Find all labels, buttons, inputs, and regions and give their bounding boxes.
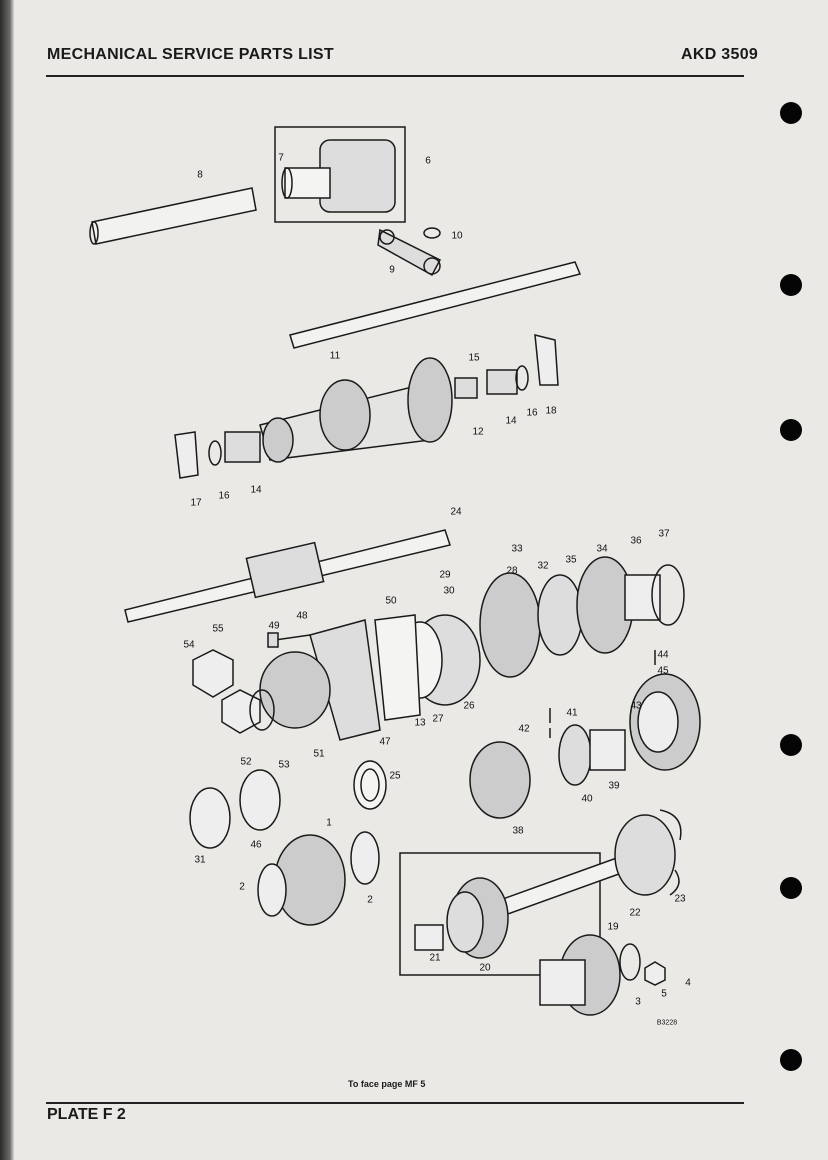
punch-hole [780, 419, 802, 441]
callout-label: 9 [389, 264, 395, 276]
thrust-washers-17-18 [174, 334, 559, 479]
footer-rule [46, 1102, 744, 1104]
callout-label: 53 [278, 759, 290, 771]
callout-label: 10 [451, 230, 463, 242]
callout-label: 30 [443, 585, 455, 597]
synchro-assembly-28-37 [479, 556, 685, 678]
callout-label: 31 [194, 854, 206, 866]
punch-hole [780, 734, 802, 756]
callout-label: 28 [506, 565, 518, 577]
callout-label: 17 [190, 497, 202, 509]
callout-label: 12 [472, 426, 484, 438]
scan-edge [0, 0, 14, 1160]
callout-label: 11 [329, 350, 341, 362]
callout-label: 24 [450, 506, 462, 518]
mainshaft-24 [124, 529, 451, 623]
inset-box-top [274, 126, 406, 223]
callout-label: 18 [545, 405, 557, 417]
callout-label: 16 [218, 490, 230, 502]
callout-label: 14 [505, 415, 517, 427]
callout-label: 4 [685, 977, 691, 989]
callout-label: 22 [629, 907, 641, 919]
callout-label: 47 [379, 736, 391, 748]
callout-label: 49 [268, 620, 280, 632]
bearing-22-23 [614, 809, 682, 896]
spring-plunger-41-44 [549, 650, 656, 738]
gear-38 [469, 741, 531, 819]
callout-label: 6 [425, 155, 431, 167]
callout-label: 45 [657, 665, 669, 677]
callout-label: 8 [197, 169, 203, 181]
nuts-52-55 [192, 649, 275, 734]
callout-label: 52 [240, 756, 252, 768]
callout-label: 34 [596, 543, 608, 555]
shaft-11 [289, 261, 582, 349]
callout-label: 44 [657, 649, 669, 661]
callout-label: 3 [635, 996, 641, 1008]
shaft-8 [89, 187, 257, 245]
callout-label: 39 [608, 780, 620, 792]
housing-47 [309, 619, 381, 741]
callout-label: 36 [630, 535, 642, 547]
punch-hole [780, 102, 802, 124]
bearings-14-15 [208, 365, 529, 466]
callout-label: 26 [463, 700, 475, 712]
gear-1 [257, 831, 380, 926]
inset-box-bottom [399, 852, 601, 976]
callout-label: 41 [566, 707, 578, 719]
callout-label: 13 [414, 717, 426, 729]
page-title: MECHANICAL SERVICE PARTS LIST [47, 46, 334, 63]
callout-label: 38 [512, 825, 524, 837]
callout-label: 54 [183, 639, 195, 651]
hub-39-40 [558, 724, 626, 786]
callout-label: 19 [607, 921, 619, 933]
callout-label: 32 [537, 560, 549, 572]
synchro-43 [629, 673, 701, 771]
callout-label: 5 [661, 988, 667, 1000]
callout-label: 55 [212, 623, 224, 635]
gear-3 [539, 934, 666, 1016]
header-rule [46, 75, 744, 77]
punch-hole [780, 877, 802, 899]
layshaft-gear-12 [259, 357, 453, 463]
callout-label: 35 [565, 554, 577, 566]
callout-label: 48 [296, 610, 308, 622]
punch-hole [780, 274, 802, 296]
callout-label: 16 [526, 407, 538, 419]
drawing-reference: B3228 [656, 1019, 678, 1027]
gear-51 [259, 651, 331, 729]
gasket-50 [374, 614, 421, 721]
gear-6 [281, 139, 396, 213]
callout-label: 29 [439, 569, 451, 581]
callout-label: 42 [518, 723, 530, 735]
callout-label: 27 [432, 713, 444, 725]
callout-label: 50 [385, 595, 397, 607]
callout-label: 25 [389, 770, 401, 782]
callout-label: 14 [250, 484, 262, 496]
callout-label: 7 [278, 152, 284, 164]
callout-label: 46 [250, 839, 262, 851]
callout-label: 33 [511, 543, 523, 555]
face-page-note: To face page MF 5 [348, 1079, 426, 1089]
punch-hole [780, 1049, 802, 1071]
callout-label: 2 [239, 881, 245, 893]
callout-label: 37 [658, 528, 670, 540]
callout-label: 2 [367, 894, 373, 906]
washer-25 [353, 760, 387, 810]
callout-label: 23 [674, 893, 686, 905]
callout-label: 15 [468, 352, 480, 364]
callout-label: 1 [326, 817, 332, 829]
clip-10 [423, 227, 441, 239]
document-code: AKD 3509 [681, 46, 759, 63]
bolt-49 [267, 632, 311, 648]
callout-label: 40 [581, 793, 593, 805]
first-motion-shaft-19 [414, 854, 631, 959]
fork-9 [377, 228, 442, 277]
rings-31-46 [189, 769, 281, 849]
callout-label: 20 [479, 962, 491, 974]
callout-label: 21 [429, 952, 441, 964]
plate-label: PLATE F 2 [47, 1106, 126, 1123]
callout-label: 51 [313, 748, 325, 760]
callout-label: 43 [630, 700, 642, 712]
